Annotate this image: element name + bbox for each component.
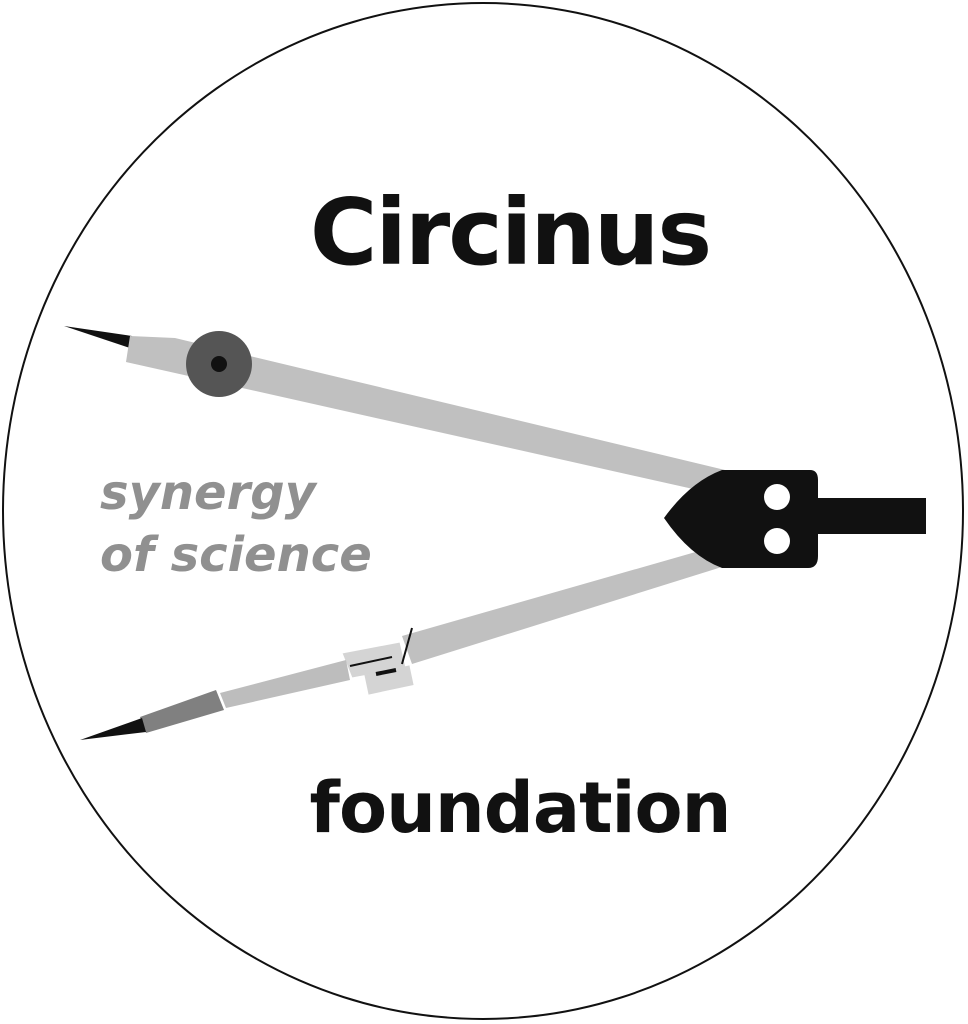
compass-lower-arm [402,545,725,664]
hinge-hole-top [764,484,790,510]
clamp-line-3 [401,627,413,665]
compass-lower-extension [220,660,350,708]
compass-lead-holder [140,690,224,733]
compass-upper-arm [126,336,725,495]
tagline-line-2: of science [100,527,372,583]
clamp-line-2 [375,668,397,676]
compass-hinge [664,470,926,568]
logo-tagline: synergy of science [100,462,372,586]
hinge-hole-bottom [764,528,790,554]
tagline-line-1: synergy [100,465,316,521]
compass-lead-tip [80,718,146,740]
logo-title: Circinus [309,179,712,286]
logo-subtitle: foundation [309,767,732,849]
clamp-line-1 [349,656,393,667]
compass-knob-center [211,356,227,372]
needle-point [64,326,132,348]
